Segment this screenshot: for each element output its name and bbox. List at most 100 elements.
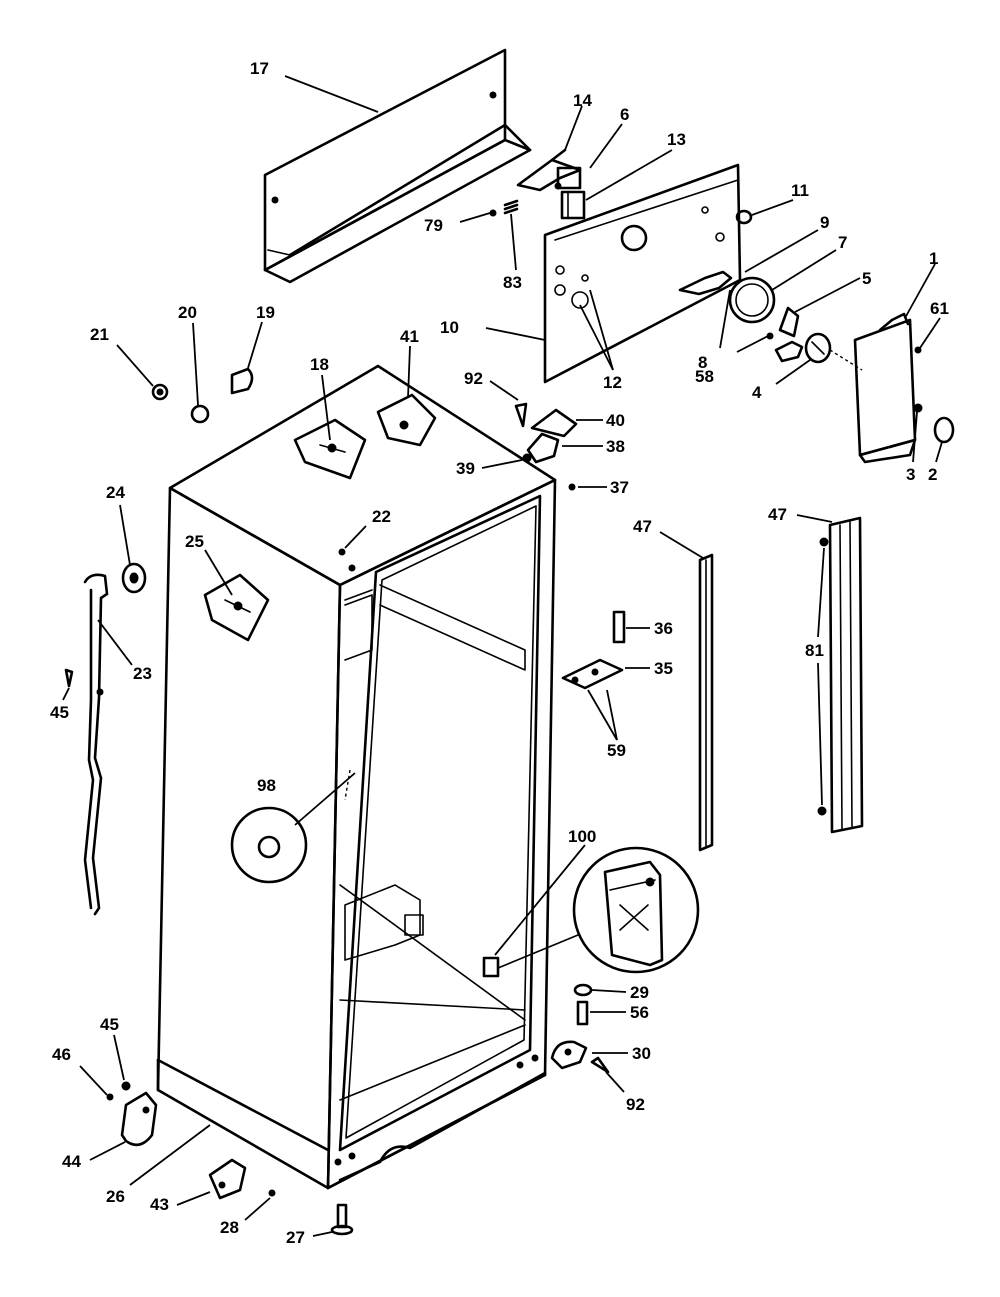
- callout-29: 29: [630, 983, 649, 1002]
- cabinet-body: [156, 364, 557, 1190]
- callout-45-left: 45: [50, 703, 69, 722]
- part-14-bracket: [516, 105, 583, 192]
- part-29-washer: [573, 983, 627, 997]
- part-47-strip-left: [659, 531, 714, 852]
- callout-44: 44: [62, 1152, 81, 1171]
- callout-28: 28: [220, 1218, 239, 1237]
- part-18-top-patch: [293, 374, 367, 480]
- detail-view-circle: [572, 846, 700, 974]
- callout-41: 41: [400, 327, 419, 346]
- part-9-knob: [678, 229, 819, 296]
- callout-61: 61: [930, 299, 949, 318]
- part-4-light-bulb: [775, 332, 832, 385]
- callout-92-top: 92: [464, 369, 483, 388]
- part-61-screw-top: [914, 317, 941, 354]
- callout-27: 27: [286, 1228, 305, 1247]
- part-3-clip: [912, 403, 923, 463]
- callout-14: 14: [573, 91, 592, 110]
- part-38-top-hinge: [526, 432, 603, 464]
- callout-37: 37: [610, 478, 629, 497]
- callout-6: 6: [620, 105, 629, 124]
- callout-11: 11: [791, 181, 809, 200]
- callout-13: 13: [667, 130, 686, 149]
- callout-4: 4: [752, 383, 762, 402]
- callout-20: 20: [178, 303, 197, 322]
- part-35-center-hinge: [561, 658, 650, 690]
- callout-47-right: 47: [768, 505, 787, 524]
- callout-10: 10: [440, 318, 459, 337]
- part-26-cabinet-base-leader: [129, 1124, 211, 1186]
- callout-30: 30: [632, 1044, 651, 1063]
- part-41-top-patch: [376, 345, 437, 447]
- callout-36: 36: [654, 619, 673, 638]
- callout-45-bottom: 45: [100, 1015, 119, 1034]
- callout-46: 46: [52, 1045, 71, 1064]
- callout-26: 26: [106, 1187, 125, 1206]
- callout-59: 59: [607, 741, 626, 760]
- part-37-screw: [568, 483, 607, 491]
- part-19-plug: [230, 321, 263, 395]
- part-59-screws: [587, 689, 618, 741]
- callout-7: 7: [838, 233, 847, 252]
- part-27-leveling-leg: [312, 1203, 354, 1237]
- part-43-plate: [176, 1158, 247, 1206]
- callout-98: 98: [257, 776, 276, 795]
- callout-19: 19: [256, 303, 275, 322]
- callout-81: 81: [805, 641, 824, 660]
- part-44-bottom-bracket: [89, 1091, 158, 1161]
- callout-23: 23: [133, 664, 152, 683]
- part-13-switch-block: [560, 149, 673, 220]
- part-45-screw-bottom: [113, 1034, 131, 1091]
- callout-labels: 17 14 6 13 79 83 11 9 7 1 5 61 10 12 8 5…: [50, 59, 949, 1247]
- callout-79: 79: [424, 216, 443, 235]
- part-10-control-panel: [485, 163, 742, 384]
- part-58-screw: [736, 332, 774, 353]
- part-21-cap: [116, 344, 169, 401]
- part-8-thermostat: [719, 289, 731, 349]
- callout-21: 21: [90, 325, 109, 344]
- callout-39: 39: [456, 459, 475, 478]
- callout-92-bottom: 92: [626, 1095, 645, 1114]
- part-56-bottom-pin: [576, 1000, 626, 1026]
- callout-22: 22: [372, 507, 391, 526]
- callout-25: 25: [185, 532, 204, 551]
- callout-38: 38: [606, 437, 625, 456]
- part-6-switch: [554, 123, 623, 190]
- callout-8: 8: [698, 353, 707, 372]
- part-7-thermostat-dial: [728, 249, 837, 324]
- part-100-bracket: [482, 844, 586, 978]
- part-79-screw: [459, 209, 497, 223]
- part-92-screw-top: [489, 380, 528, 428]
- part-47-strip-right: [796, 514, 864, 834]
- callout-18: 18: [310, 355, 329, 374]
- callout-1: 1: [929, 249, 938, 268]
- part-20-grommet: [190, 322, 210, 424]
- part-36-hinge-pin: [612, 610, 650, 644]
- part-23-rod: [83, 573, 133, 916]
- part-24-washer: [119, 504, 147, 594]
- callout-5: 5: [862, 269, 871, 288]
- callout-24: 24: [106, 483, 125, 502]
- part-28-screw: [244, 1189, 276, 1221]
- callout-58: 58: [695, 367, 714, 386]
- callout-47-left: 47: [633, 517, 652, 536]
- part-83-spring: [503, 199, 519, 271]
- part-46-screw: [79, 1065, 114, 1101]
- part-92-screw-bottom: [590, 1056, 625, 1093]
- callout-100: 100: [568, 827, 596, 846]
- callout-43: 43: [150, 1195, 169, 1214]
- part-81-screws: [817, 537, 829, 816]
- callout-9: 9: [820, 213, 829, 232]
- callout-56: 56: [630, 1003, 649, 1022]
- part-30-bottom-hinge: [550, 1040, 628, 1070]
- part-45-screw-left: [62, 668, 74, 701]
- part-25-side-patch: [203, 549, 270, 642]
- part-98-grommet: [230, 772, 356, 884]
- callout-3: 3: [906, 465, 915, 484]
- callout-2: 2: [928, 465, 937, 484]
- part-39-screw: [481, 453, 532, 469]
- callout-40: 40: [606, 411, 625, 430]
- part-5-light-socket: [774, 277, 861, 363]
- part-2-grommet: [933, 416, 955, 463]
- callout-17: 17: [250, 59, 269, 78]
